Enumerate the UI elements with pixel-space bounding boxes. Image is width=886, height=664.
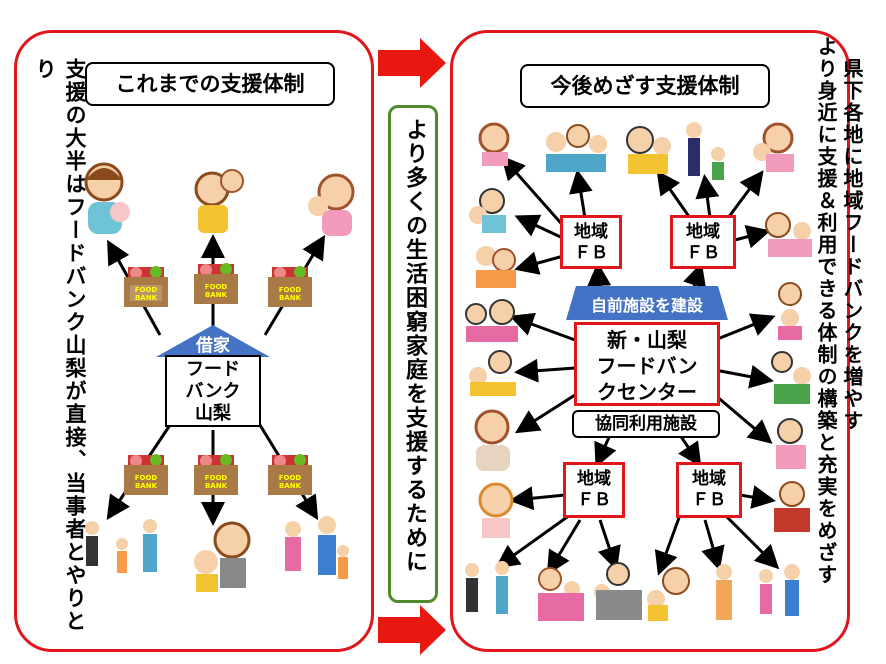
svg-text:FOOD: FOOD	[135, 474, 158, 482]
right-panel-title: 今後めざす支援体制	[520, 64, 770, 108]
parent-child-icon	[194, 169, 244, 233]
right-panel	[450, 30, 850, 652]
svg-text:FOOD: FOOD	[135, 286, 158, 294]
svg-text:BANK: BANK	[205, 482, 228, 490]
middle-caption-box	[388, 105, 438, 603]
family-icon	[469, 350, 516, 396]
parent-child-icon	[686, 122, 725, 180]
svg-text:FOOD: FOOD	[279, 286, 302, 294]
mother-child-icon	[716, 564, 732, 620]
left-panel	[14, 30, 374, 652]
svg-text:BANK: BANK	[279, 294, 302, 302]
left-roof	[156, 325, 270, 357]
food-bank-yamanashi-node: フード バンク 山梨	[165, 355, 261, 427]
family-icon	[771, 351, 811, 404]
family-icon	[465, 561, 509, 614]
left-panel-title: これまでの支援体制	[85, 62, 335, 106]
regional-fb-node-bottom-left: 地域 ＦＢ	[563, 462, 625, 518]
parent-child-icon	[647, 567, 690, 621]
right-roof-label: 自前施設を建設	[590, 296, 703, 315]
left-vertical-caption: 支援の大半はフードバンク山梨が直接、当事者とやりとり	[33, 58, 87, 633]
new-yamanashi-food-bank-center-node: 新・山梨 フードバン クセンター	[574, 322, 720, 406]
svg-text:BANK: BANK	[279, 482, 302, 490]
mother-child-icon	[753, 122, 794, 172]
right-vertical-caption-2: より身近に支援＆利用できる体制の構築と充実をめざす	[814, 36, 838, 586]
mother-child-icon	[84, 162, 130, 234]
family-icon	[285, 516, 349, 579]
top-right-arrow-icon	[378, 38, 446, 88]
svg-text:FOOD: FOOD	[205, 474, 228, 482]
parent-child-icon	[626, 126, 671, 174]
mother-child-icon	[478, 122, 510, 166]
family-icon	[85, 519, 157, 573]
regional-fb-node-bottom-right: 地域 ＦＢ	[676, 462, 742, 518]
mother-child-icon	[308, 173, 355, 236]
shared-facility-label: 協同利用施設	[572, 410, 720, 438]
family-icon	[778, 282, 802, 340]
mother-child-icon	[478, 482, 514, 538]
family-icon	[465, 299, 518, 342]
mother-child-icon	[476, 246, 516, 288]
parent-child-icon	[194, 521, 251, 592]
middle-vertical-caption: より多くの生活困窮家庭を支援するために	[402, 118, 427, 574]
svg-text:BANK: BANK	[205, 291, 228, 299]
regional-fb-node-top-right: 地域 ＦＢ	[670, 215, 736, 269]
svg-text:BANK: BANK	[135, 482, 158, 490]
family-icon	[546, 124, 607, 172]
family-icon	[759, 564, 800, 616]
right-roof	[566, 286, 728, 320]
mother-child-icon	[776, 418, 806, 469]
family-icon	[594, 562, 642, 620]
right-vertical-caption-1: 県下各地に地域フードバンクを増やす	[840, 58, 864, 432]
mother-child-icon	[474, 409, 510, 471]
regional-fb-node-top-left: 地域 ＦＢ	[560, 215, 622, 269]
left-roof-label: 借家	[196, 336, 230, 356]
parent-child-icon	[469, 188, 506, 233]
parent-child-icon	[765, 212, 812, 257]
parent-child-icon	[774, 481, 810, 532]
bottom-right-arrow-icon	[378, 605, 446, 655]
family-icon	[538, 567, 584, 621]
svg-text:FOOD: FOOD	[205, 283, 228, 291]
svg-text:FOOD: FOOD	[279, 474, 302, 482]
svg-text:BANK: BANK	[135, 294, 158, 302]
